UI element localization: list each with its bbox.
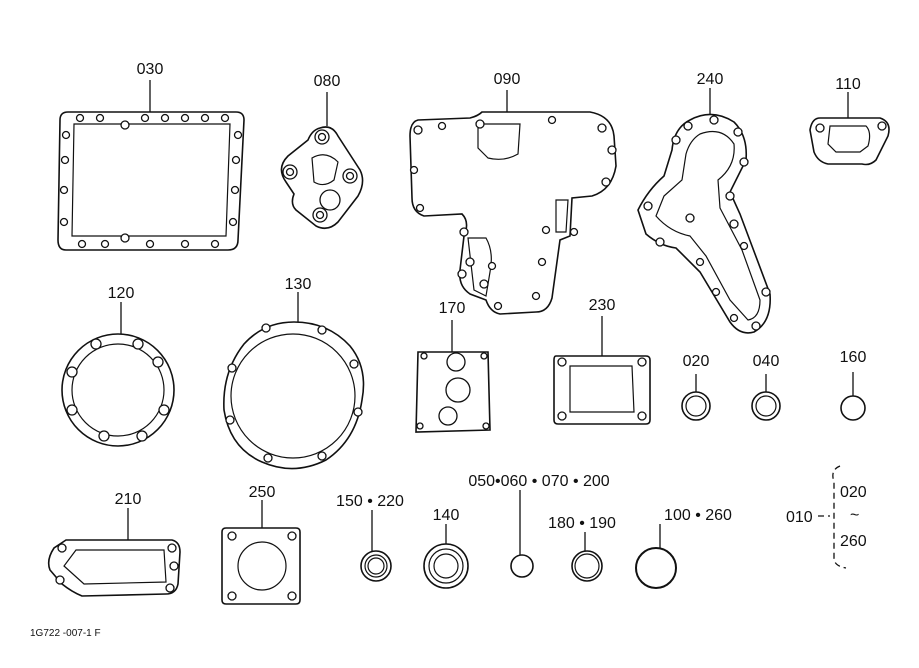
label-110: 110 xyxy=(835,76,861,93)
part-040-ring: 040 xyxy=(751,353,781,421)
label-range-to: 260 xyxy=(840,533,867,550)
part-100-260-ring: 100 • 260 xyxy=(635,507,732,589)
label-180-190: 180 • 190 xyxy=(548,515,616,532)
label-range-from: 020 xyxy=(840,484,867,501)
label-150-220: 150 • 220 xyxy=(336,493,404,510)
label-130: 130 xyxy=(285,276,312,293)
part-080-gasket: 080 xyxy=(280,73,364,230)
part-130-gasket: 130 xyxy=(223,276,365,470)
label-020: 020 xyxy=(683,353,710,370)
part-150-220-seal: 150 • 220 xyxy=(336,493,404,582)
part-030-gasket: 030 xyxy=(57,61,245,251)
label-080: 080 xyxy=(314,73,341,90)
part-120-gasket: 120 xyxy=(61,285,175,447)
part-230-gasket: 230 xyxy=(553,297,651,425)
range-bracket-010: 010 020 ~ 260 xyxy=(786,465,867,569)
label-160: 160 xyxy=(840,349,867,366)
part-170-gasket: 170 xyxy=(415,300,491,433)
label-140: 140 xyxy=(433,507,460,524)
label-120: 120 xyxy=(108,285,135,302)
part-160-ring: 160 xyxy=(840,349,867,421)
label-010: 010 xyxy=(786,509,813,526)
label-040: 040 xyxy=(753,353,780,370)
label-050-060-070-200: 050•060 • 070 • 200 xyxy=(468,473,609,490)
label-030: 030 xyxy=(137,61,164,78)
label-250: 250 xyxy=(249,484,276,501)
part-020-ring: 020 xyxy=(681,353,711,421)
part-050-060-070-200-ring: 050•060 • 070 • 200 xyxy=(468,473,610,578)
part-090-gasket: 090 xyxy=(409,71,617,315)
part-140-seal: 140 xyxy=(423,507,469,589)
part-180-190-ring: 180 • 190 xyxy=(548,515,616,582)
part-250-gasket: 250 xyxy=(221,484,301,605)
label-170: 170 xyxy=(439,300,466,317)
label-090: 090 xyxy=(494,71,521,88)
label-100-260: 100 • 260 xyxy=(664,507,732,524)
part-110-gasket: 110 xyxy=(809,76,890,166)
part-240-gasket: 240 xyxy=(637,71,771,334)
label-230: 230 xyxy=(589,297,616,314)
label-240: 240 xyxy=(697,71,724,88)
part-210-gasket: 210 xyxy=(47,491,181,597)
figure-reference-code: 1G722 -007-1 F xyxy=(30,628,101,639)
label-210: 210 xyxy=(115,491,142,508)
label-range-tilde: ~ xyxy=(850,507,859,524)
